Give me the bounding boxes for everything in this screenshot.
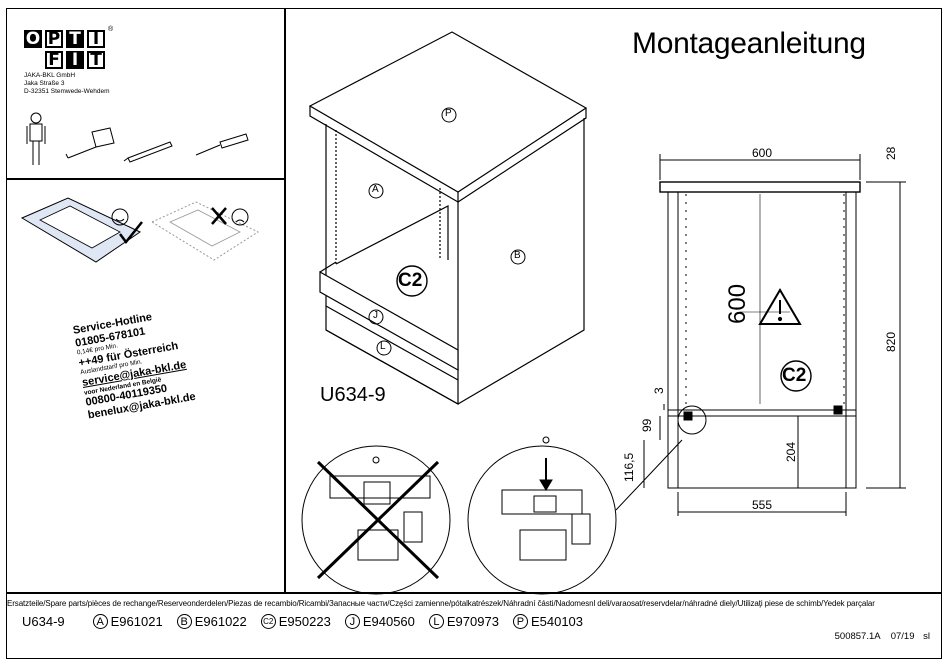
dimension-total-height: 820	[884, 331, 898, 352]
model-label: U634-9	[320, 384, 386, 406]
logo-letter: I	[87, 30, 105, 48]
callout-l: L	[380, 341, 386, 352]
callout-p: P	[445, 108, 452, 119]
company-city: D-32351 Stemwede-Wehdem	[24, 88, 110, 95]
part-key: B	[176, 614, 192, 629]
part-key: P	[512, 614, 528, 629]
logo-letter: T	[66, 30, 84, 48]
part-code: E970973	[446, 614, 499, 629]
document-date: 07/19	[890, 631, 915, 642]
part-code: E950223	[278, 614, 331, 629]
part-key: J	[344, 614, 360, 629]
wrong-detail-drawing	[301, 445, 451, 595]
dimension-drawer-height: 204	[784, 441, 798, 462]
logo-letter: T	[87, 51, 105, 69]
tape-measure-icon	[65, 127, 115, 159]
person-icon	[26, 112, 46, 165]
left-panel-divider	[6, 178, 285, 180]
protective-mat-icon	[20, 197, 143, 263]
document-id: 500857.1A 07/19 sl	[835, 631, 930, 642]
part-key: L	[428, 614, 444, 629]
part-code: E940560	[362, 614, 415, 629]
dimension-inner-height: 600	[724, 283, 751, 324]
logo-letter: P	[45, 30, 63, 48]
part-code: E540103	[530, 614, 584, 629]
dimension-gap: 3	[652, 387, 666, 394]
elevation-drawing	[643, 154, 906, 516]
callout-c2: C2	[398, 270, 423, 291]
page-frame	[6, 8, 942, 659]
correct-detail-drawing	[467, 436, 683, 595]
part-key: C2	[260, 614, 276, 629]
page-title: Montageanleitung	[632, 27, 866, 60]
callout-c2-elevation: C2	[782, 365, 807, 386]
left-column-divider	[284, 8, 286, 592]
dimension-plinth: 116,5	[622, 452, 636, 482]
spare-parts-label: Ersatzteile/Spare parts/pièces de rechan…	[7, 599, 875, 608]
registered-mark: ®	[108, 26, 114, 33]
cabinet-drawing	[308, 31, 588, 406]
parts-divider	[6, 592, 942, 594]
logo-letter: F	[45, 51, 63, 69]
dimension-top-width: 600	[752, 146, 773, 160]
document-suffix: sl	[923, 631, 930, 642]
part-key: A	[92, 614, 108, 629]
company-street: Jaka Straße 3	[24, 80, 65, 87]
document-number: 500857.1A	[834, 631, 881, 642]
screwdriver-icon	[195, 133, 249, 156]
pencil-icon	[123, 141, 173, 163]
part-code: E961021	[110, 614, 163, 629]
dimension-front-offset: 99	[640, 418, 654, 432]
company-name: JAKA-BKL GmbH	[24, 72, 76, 79]
callout-j: J	[373, 310, 378, 321]
logo-letter: I	[66, 51, 84, 69]
dimension-depth: 555	[752, 498, 773, 512]
bare-floor-icon	[150, 201, 260, 261]
part-code: E961022	[194, 614, 247, 629]
logo-letter: O	[24, 29, 42, 49]
callout-b: B	[514, 250, 521, 261]
dimension-top-thickness: 28	[884, 146, 898, 160]
callout-a: A	[372, 184, 379, 195]
parts-model: U634-9	[22, 614, 65, 629]
